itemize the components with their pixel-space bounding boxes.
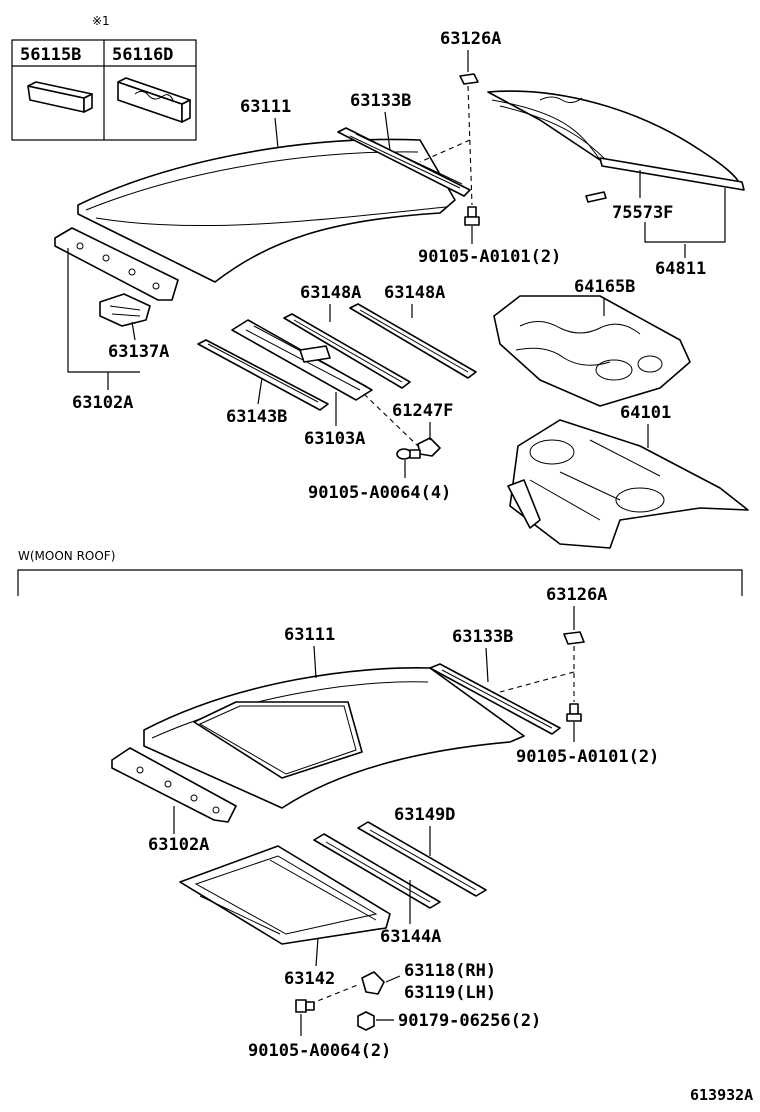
part-label-63137A: 63137A <box>108 342 169 362</box>
moonroof-roof-panel-63111 <box>143 667 525 809</box>
emblem-56116D-shape <box>117 77 191 123</box>
roof-bow-63103A <box>231 319 373 401</box>
note-symbol: ※1 <box>92 14 110 28</box>
part-label-56116D: 56116D <box>112 45 173 65</box>
moonroof-bow-63144A <box>313 833 441 909</box>
part-label-63111-moon: 63111 <box>284 625 335 645</box>
part-label-63126A-top: 63126A <box>440 29 501 49</box>
moonroof-clip-63126A-shape <box>563 631 585 645</box>
part-label-63144A: 63144A <box>380 927 441 947</box>
nut-90179-06256-shape <box>357 1011 375 1031</box>
moonroof-front-header-63102A <box>111 747 237 823</box>
package-tray-64101 <box>507 419 749 549</box>
part-label-63148A-1: 63148A <box>300 283 361 303</box>
part-label-61247F: 61247F <box>392 401 453 421</box>
part-label-63126A-moon: 63126A <box>546 585 607 605</box>
part-label-64811: 64811 <box>655 259 706 279</box>
moonroof-rear-rail-63133B <box>429 663 561 735</box>
part-label-90179-06256: 90179-06256(2) <box>398 1011 541 1031</box>
roof-bow-63143B <box>197 339 329 411</box>
part-label-63119: 63119(LH) <box>404 983 496 1003</box>
part-label-63148A-2: 63148A <box>384 283 445 303</box>
part-label-63133B: 63133B <box>350 91 411 111</box>
roof-panel-63111 <box>77 138 456 283</box>
part-label-63111: 63111 <box>240 97 291 117</box>
moon-roof-heading: W(MOON ROOF) <box>18 549 115 563</box>
rear-glass-64811 <box>487 90 745 191</box>
moonroof-bolt-90105-A0101-shape <box>566 703 582 722</box>
part-label-64165B: 64165B <box>574 277 635 297</box>
part-label-63143B: 63143B <box>226 407 287 427</box>
roof-bow-63148A-2 <box>349 303 477 379</box>
moonroof-bow-63149D <box>357 821 487 897</box>
part-label-63142: 63142 <box>284 969 335 989</box>
clip-63126A-shape <box>459 73 479 85</box>
emblem-56115B-shape <box>27 81 93 113</box>
rear-rail-63133B <box>337 127 471 197</box>
part-label-63103A: 63103A <box>304 429 365 449</box>
moon-roof-bracket <box>17 569 743 596</box>
part-label-90105-A0101-top: 90105-A0101(2) <box>418 247 561 267</box>
badge-75573F-shape <box>585 191 607 203</box>
diagram-code: 613932A <box>690 1086 753 1104</box>
part-label-90105-A0101-moon: 90105-A0101(2) <box>516 747 659 767</box>
bracket-63118-63119-shape <box>361 971 385 995</box>
part-label-56115B: 56115B <box>20 45 81 65</box>
bolt-90105-A0064-shape <box>396 448 421 460</box>
moonroof-bolt-90105-A0064-shape <box>295 999 315 1013</box>
roof-bow-63148A-1 <box>283 313 411 389</box>
part-label-90105-A0064-top: 90105-A0064(4) <box>308 483 451 503</box>
part-label-63133B-moon: 63133B <box>452 627 513 647</box>
bracket-61247F <box>417 437 441 457</box>
bracket-63137A <box>99 293 151 327</box>
part-label-75573F: 75573F <box>612 203 673 223</box>
part-label-63102A-moon: 63102A <box>148 835 209 855</box>
part-label-64101: 64101 <box>620 403 671 423</box>
part-label-63149D: 63149D <box>394 805 455 825</box>
part-label-90105-A0064-moon: 90105-A0064(2) <box>248 1041 391 1061</box>
part-label-63118: 63118(RH) <box>404 961 496 981</box>
bolt-90105-A0101-shape <box>464 206 480 226</box>
front-header-63102A <box>54 227 179 301</box>
tray-insulator-64165B <box>493 295 691 407</box>
part-label-63102A-top: 63102A <box>72 393 133 413</box>
sunroof-frame-63142 <box>179 845 391 945</box>
emblem-box <box>11 39 197 141</box>
